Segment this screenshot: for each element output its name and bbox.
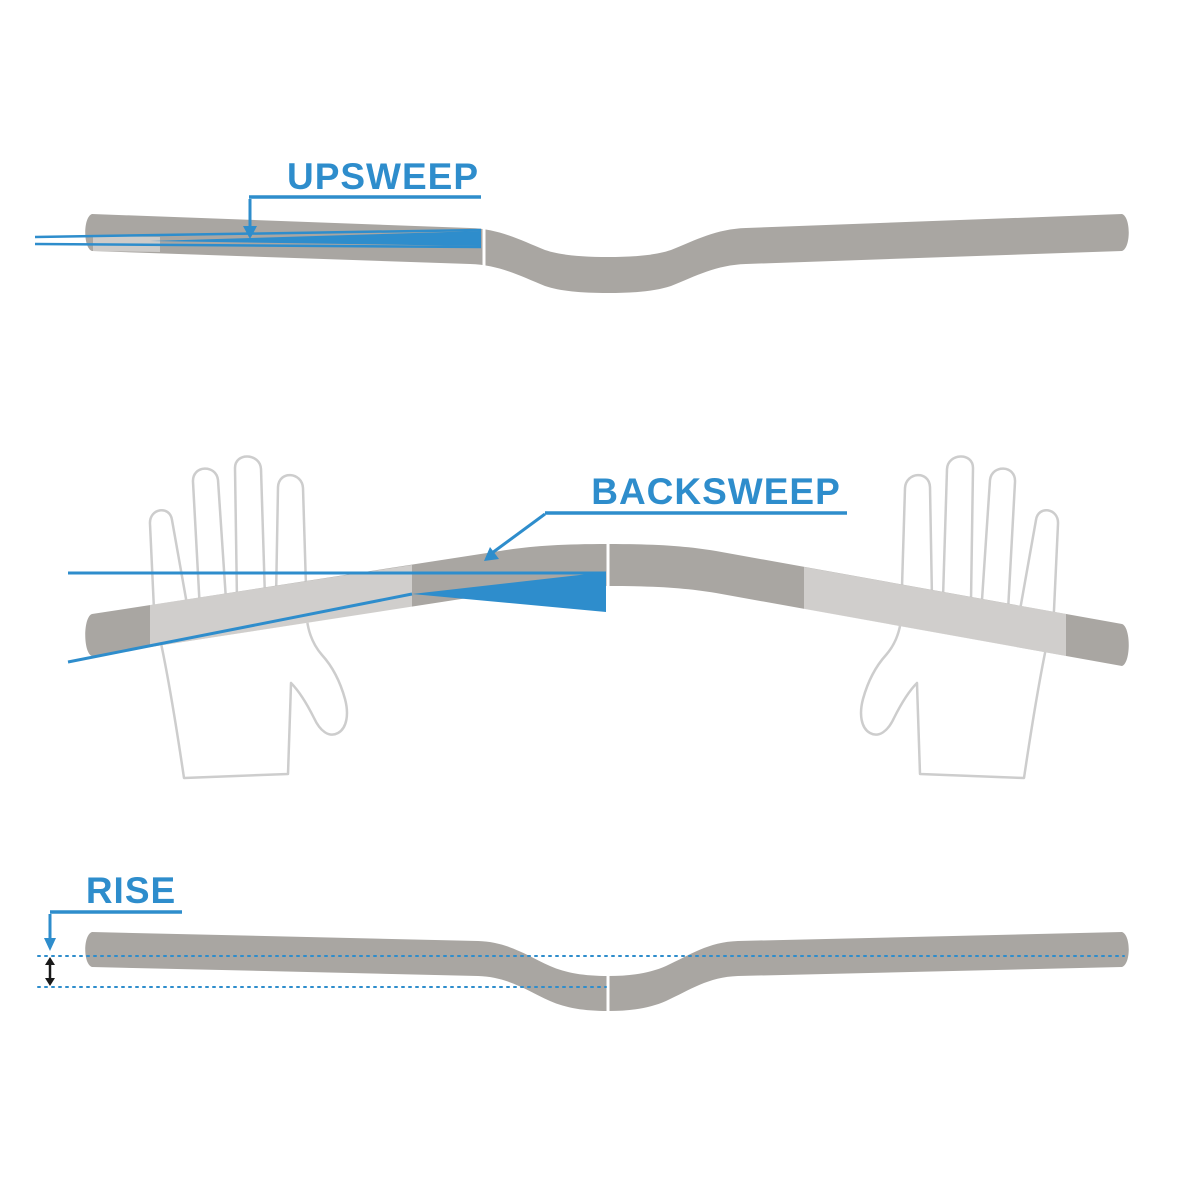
- left-grip-section: [150, 565, 412, 647]
- backsweep-label: BACKSWEEP: [591, 471, 841, 512]
- upsweep-handlebar: [85, 214, 1129, 293]
- backsweep-arrow-icon: [484, 547, 499, 561]
- upsweep-label: UPSWEEP: [287, 156, 479, 197]
- upsweep-arrow-icon: [243, 226, 257, 239]
- upsweep-angle-wedge: [150, 231, 481, 246]
- rise-label: RISE: [86, 870, 176, 911]
- upsweep-reference-line-upper: [34, 228, 482, 239]
- rise-arrow-icon: [44, 938, 56, 951]
- backsweep-reference-line-slanted: [67, 592, 413, 664]
- rise-section: RISE: [37, 870, 1129, 1014]
- rise-measure-arrowhead-up: [45, 957, 55, 965]
- backsweep-angle-wedge: [412, 572, 606, 612]
- rise-measure-arrow-icon: [45, 957, 55, 986]
- backsweep-section: BACKSWEEP: [67, 455, 1129, 780]
- right-grip-section: [804, 567, 1066, 656]
- upsweep-reference-line-lower: [34, 242, 482, 249]
- rise-handlebar: [85, 932, 1129, 1011]
- backsweep-leader-line: [491, 512, 546, 555]
- upsweep-section: UPSWEEP: [34, 156, 1129, 293]
- rise-measure-arrowhead-down: [45, 978, 55, 986]
